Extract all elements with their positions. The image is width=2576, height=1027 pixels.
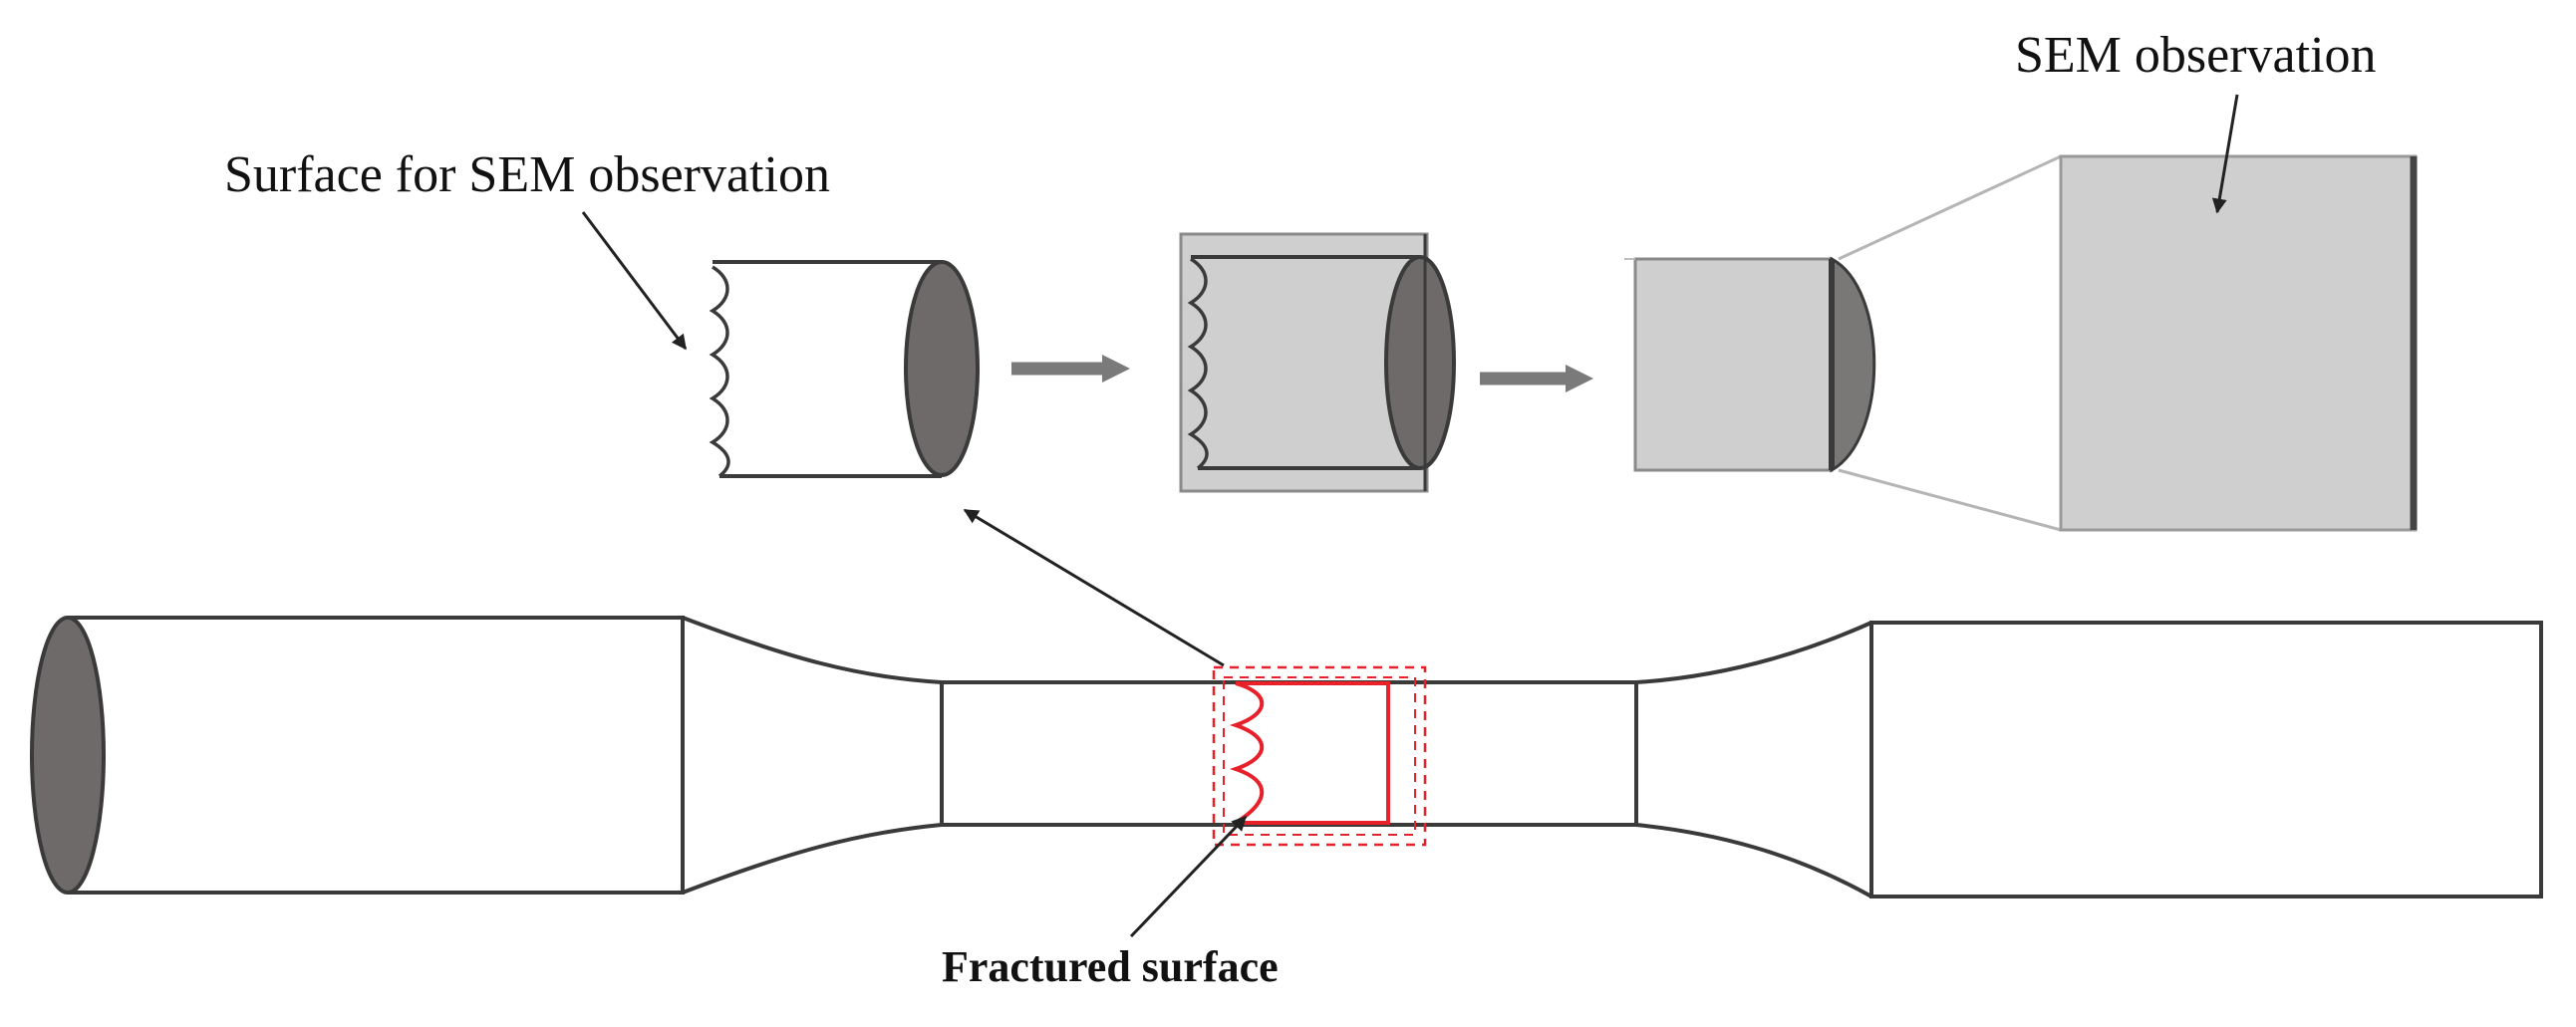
fractured-surface-label: Fractured surface (942, 942, 1279, 991)
fracture-zigzag (1229, 681, 1265, 825)
process-arrow-1 (1011, 355, 1130, 383)
mounted-piece-zigzag (1187, 257, 1209, 470)
sem-view-panel (2059, 154, 2418, 532)
sem-observation-pointer (2211, 94, 2239, 214)
fractured-piece-end-face (904, 260, 980, 477)
mounted-piece (1179, 232, 1456, 493)
fractured-surface-pointer (1129, 815, 1248, 938)
polished-sample (1624, 256, 1876, 473)
fracture-to-piece-arrow (963, 508, 1225, 667)
fracture-dashed-box-inner (1223, 676, 1416, 836)
tensile-specimen (30, 616, 2543, 899)
specimen-right-shoulder (1635, 621, 1872, 899)
surface-for-sem-label: Surface for SEM observation (224, 146, 830, 203)
fracture-region (1212, 665, 1427, 847)
fracture-dashed-box-outer (1212, 665, 1427, 847)
specimen-left-grip (68, 616, 685, 895)
specimen-right-grip (1869, 621, 2543, 899)
polished-sample-block (1633, 257, 1834, 472)
fractured-piece-body (713, 260, 942, 478)
zoom-lines (1838, 154, 2062, 532)
polished-sample-end-face (1830, 256, 1876, 473)
fractured-piece-zigzag (709, 265, 730, 478)
mounted-piece-body (1191, 255, 1420, 470)
surface-for-sem-pointer (581, 211, 688, 351)
sem-view (2059, 154, 2418, 532)
specimen-left-end-face (30, 616, 106, 895)
specimen-gauge-section (940, 680, 1638, 827)
fractured-piece (709, 260, 980, 478)
sem-observation-label: SEM observation (2015, 27, 2377, 84)
specimen-left-shoulder (682, 616, 943, 895)
mounted-piece-end-face (1384, 255, 1456, 470)
fracture-piece-outline (1236, 681, 1390, 825)
process-arrow-2 (1480, 365, 1593, 392)
